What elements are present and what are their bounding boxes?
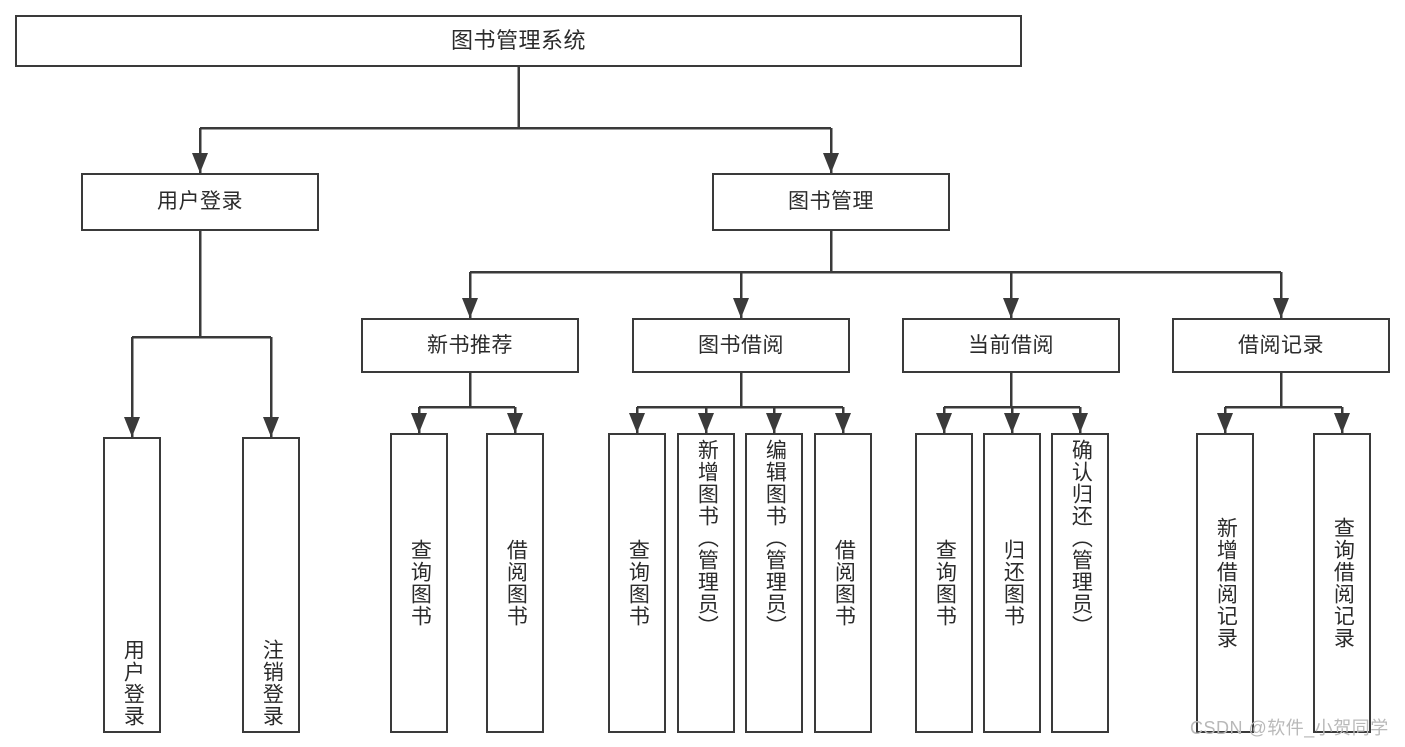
arrow-head-icon — [733, 298, 749, 318]
node-label: 图书借阅 — [698, 333, 784, 357]
node-leaf-edit-book[interactable]: 编辑图书（管理员） — [745, 433, 803, 733]
node-label: 新增图书（管理员） — [695, 439, 719, 637]
arrow-head-icon — [766, 413, 782, 433]
node-label: 查询图书 — [408, 539, 432, 627]
arrow-head-icon — [698, 413, 714, 433]
node-label: 借阅记录 — [1238, 333, 1324, 357]
arrow-head-icon — [823, 153, 839, 173]
node-label: 新增借阅记录 — [1214, 517, 1238, 649]
node-borrow-record[interactable]: 借阅记录 — [1172, 318, 1390, 373]
watermark-label: CSDN @软件_小贺同学 — [1190, 718, 1389, 738]
arrow-head-icon — [124, 417, 140, 437]
node-current-borrow[interactable]: 当前借阅 — [902, 318, 1120, 373]
arrow-head-icon — [411, 413, 427, 433]
node-leaf-user-logout[interactable]: 注销登录 — [242, 437, 300, 733]
node-new-book-rec[interactable]: 新书推荐 — [361, 318, 579, 373]
node-label: 借阅图书 — [504, 539, 528, 627]
node-label: 图书管理 — [788, 190, 874, 214]
node-user-login[interactable]: 用户登录 — [81, 173, 319, 231]
node-leaf-add-book[interactable]: 新增图书（管理员） — [677, 433, 735, 733]
arrow-head-icon — [1273, 298, 1289, 318]
node-label: 编辑图书（管理员） — [763, 439, 787, 637]
node-label: 图书管理系统 — [450, 27, 586, 53]
node-book-borrow[interactable]: 图书借阅 — [632, 318, 850, 373]
node-label: 查询图书 — [626, 539, 650, 627]
node-leaf-borrow-book-2[interactable]: 借阅图书 — [814, 433, 872, 733]
arrow-head-icon — [936, 413, 952, 433]
node-leaf-borrow-book-1[interactable]: 借阅图书 — [486, 433, 544, 733]
node-label: 注销登录 — [260, 639, 284, 727]
node-leaf-query-book-1[interactable]: 查询图书 — [390, 433, 448, 733]
node-label: 当前借阅 — [968, 333, 1054, 357]
arrow-head-icon — [1334, 413, 1350, 433]
node-leaf-confirm-return[interactable]: 确认归还（管理员） — [1051, 433, 1109, 733]
node-leaf-query-record[interactable]: 查询借阅记录 — [1313, 433, 1371, 733]
arrow-head-icon — [835, 413, 851, 433]
node-leaf-user-login[interactable]: 用户登录 — [103, 437, 161, 733]
node-label: 用户登录 — [157, 190, 243, 214]
arrow-head-icon — [263, 417, 279, 437]
node-label: 用户登录 — [121, 639, 145, 727]
node-leaf-query-book-2[interactable]: 查询图书 — [608, 433, 666, 733]
arrow-head-icon — [507, 413, 523, 433]
node-label: 归还图书 — [1001, 539, 1025, 627]
node-label: 新书推荐 — [427, 333, 513, 357]
arrow-head-icon — [1217, 413, 1233, 433]
node-leaf-return-book[interactable]: 归还图书 — [983, 433, 1041, 733]
arrow-head-icon — [1004, 413, 1020, 433]
node-label: 确认归还（管理员） — [1069, 439, 1093, 637]
arrow-head-icon — [1003, 298, 1019, 318]
node-label: 借阅图书 — [832, 539, 856, 627]
node-leaf-add-record[interactable]: 新增借阅记录 — [1196, 433, 1254, 733]
node-label: 查询借阅记录 — [1331, 517, 1355, 649]
arrow-head-icon — [462, 298, 478, 318]
arrow-head-icon — [629, 413, 645, 433]
arrow-head-icon — [1072, 413, 1088, 433]
node-root[interactable]: 图书管理系统 — [15, 15, 1022, 67]
node-label: 查询图书 — [933, 539, 957, 627]
node-leaf-query-book-3[interactable]: 查询图书 — [915, 433, 973, 733]
arrow-head-icon — [192, 153, 208, 173]
node-book-manage[interactable]: 图书管理 — [712, 173, 950, 231]
